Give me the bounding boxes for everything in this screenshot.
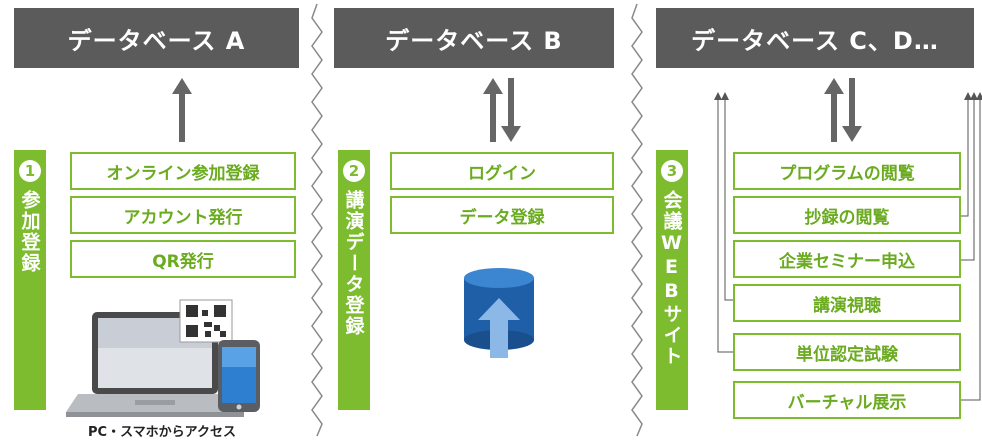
- connectors-left: [717, 98, 733, 353]
- step-3-text: 会議WEBサイト: [660, 190, 683, 367]
- database-upload-arrow: [478, 298, 520, 358]
- smartphone-icon: [218, 340, 260, 412]
- connectors-right: [961, 98, 981, 401]
- upload-arrow-a: [172, 78, 192, 142]
- step-1-label: 1 参加登録: [14, 150, 46, 410]
- feature-abstract-view: 抄録の閲覧: [733, 196, 961, 234]
- column-divider-1: [311, 3, 323, 437]
- feature-seminar-application: 企業セミナー申込: [733, 240, 961, 278]
- sync-arrows-cd: [824, 78, 862, 142]
- database-cd-header: データベース C、D…: [656, 8, 974, 68]
- access-caption: PC・スマホからアクセス: [88, 425, 237, 440]
- step-1-text: 参加登録: [18, 190, 41, 274]
- step-2-label: 2 講演データ登録: [338, 150, 370, 410]
- feature-program-view: プログラムの閲覧: [733, 152, 961, 190]
- step-2-text: 講演データ登録: [342, 190, 365, 337]
- database-cylinder-icon: [464, 268, 534, 350]
- step-1-number: 1: [19, 160, 41, 182]
- feature-credit-exam: 単位認定試験: [733, 333, 961, 371]
- feature-qr-issue: QR発行: [70, 240, 296, 278]
- sync-arrows-b: [483, 78, 521, 142]
- feature-login: ログイン: [390, 152, 614, 190]
- connectors-right-heads: [964, 92, 982, 100]
- feature-account-issue: アカウント発行: [70, 196, 296, 234]
- step-2-number: 2: [343, 160, 365, 182]
- qr-code-icon: [179, 299, 233, 343]
- step-3-label: 3 会議WEBサイト: [656, 150, 688, 410]
- column-divider-2: [631, 3, 643, 437]
- feature-data-registration: データ登録: [390, 196, 614, 234]
- feature-online-registration: オンライン参加登録: [70, 152, 296, 190]
- feature-virtual-exhibition: バーチャル展示: [733, 381, 961, 419]
- feature-lecture-viewing: 講演視聴: [733, 284, 961, 322]
- database-a-header: データベース A: [14, 8, 299, 68]
- database-b-header: データベース B: [334, 8, 614, 68]
- connectors-left-heads: [714, 92, 729, 100]
- step-3-number: 3: [661, 160, 683, 182]
